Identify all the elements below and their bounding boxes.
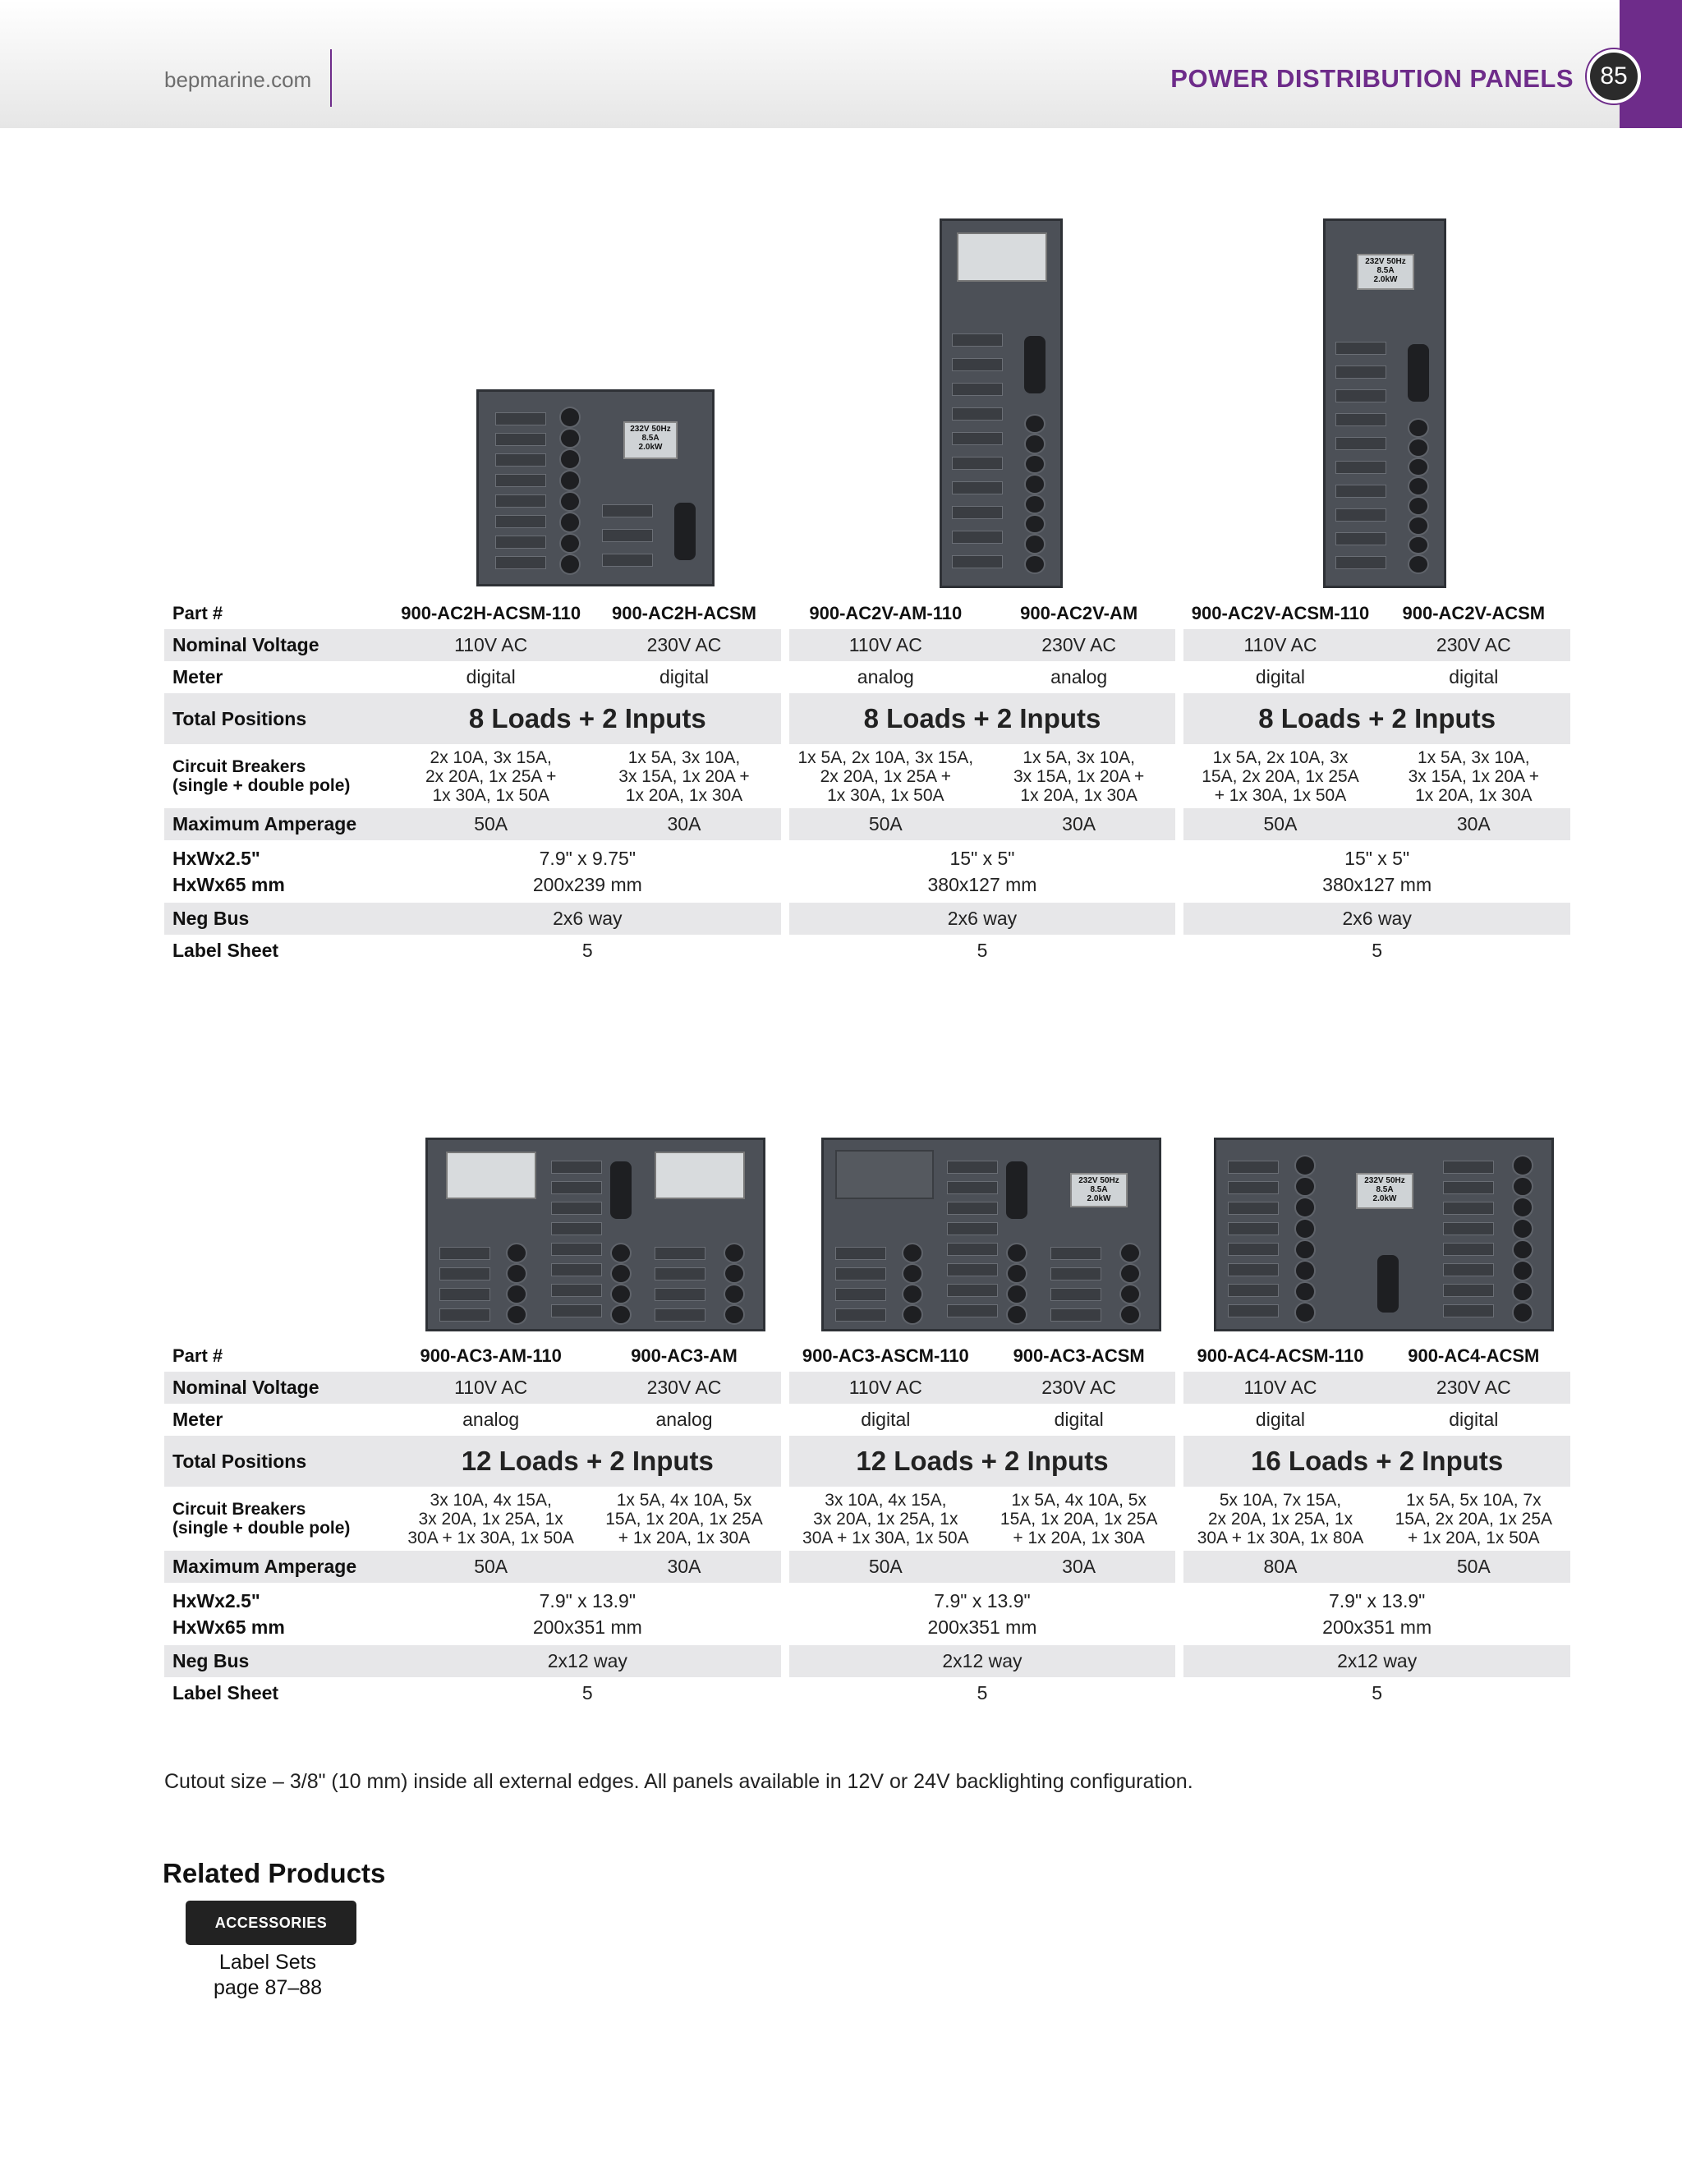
- spec-table-2: Part # 900-AC3-AM-110 900-AC3-AM 900-AC3…: [164, 1340, 1570, 1709]
- analog-meter: [446, 1152, 536, 1199]
- label-column: [655, 1243, 705, 1325]
- table-row: Maximum Amperage 50A 30A 50A 30A 50A 30A: [164, 808, 1570, 840]
- accessory-name: Label Sets: [218, 1951, 317, 1974]
- part-number: 900-AC2H-ACSM-110: [401, 602, 581, 623]
- part-number: 900-AC4-ACSM: [1408, 1345, 1540, 1366]
- label-column: [947, 1156, 998, 1321]
- accessory-reference[interactable]: Label Sets page 87–88: [186, 1950, 350, 2001]
- label-column: [495, 408, 553, 572]
- breaker-column: [724, 1243, 745, 1325]
- main-breaker: [1006, 1161, 1027, 1219]
- panel-image-ac3-am: [425, 1138, 765, 1331]
- section-title: POWER DISTRIBUTION PANELS: [1170, 64, 1574, 93]
- table-row: Label Sheet 5 5 5: [164, 935, 1570, 967]
- table-row: Label Sheet 5 5 5: [164, 1677, 1570, 1709]
- table-row: Circuit Breakers(single + double pole) 3…: [164, 1487, 1570, 1551]
- breaker-column: [1512, 1155, 1533, 1323]
- label-column: [551, 1156, 602, 1321]
- breaker-column: [1119, 1243, 1141, 1325]
- part-number: 900-AC2V-AM: [1020, 602, 1138, 623]
- total-positions: 8 Loads + 2 Inputs: [788, 693, 1176, 744]
- table-row: Nominal Voltage 110V AC 230V AC 110V AC …: [164, 1372, 1570, 1404]
- table-row: Nominal Voltage 110V AC 230V AC 110V AC …: [164, 629, 1570, 661]
- analog-meter: [957, 232, 1047, 282]
- breaker-column: [559, 407, 581, 575]
- label-column: [1228, 1156, 1279, 1321]
- breaker-column: [506, 1243, 527, 1325]
- analog-meter: [655, 1152, 745, 1199]
- label-column: [1335, 336, 1386, 574]
- label-column: [835, 1243, 886, 1325]
- total-positions: 12 Loads + 2 Inputs: [394, 1436, 781, 1487]
- main-breaker: [1024, 336, 1046, 393]
- spec-table-1: Part # 900-AC2H-ACSM-110 900-AC2H-ACSM 9…: [164, 597, 1570, 967]
- total-positions: 12 Loads + 2 Inputs: [788, 1436, 1176, 1487]
- main-breaker: [1408, 344, 1429, 402]
- cutout-note: Cutout size – 3/8" (10 mm) inside all ex…: [164, 1770, 1193, 1793]
- table-row: Meter digital digital analog analog digi…: [164, 661, 1570, 693]
- page-header: bepmarine.com POWER DISTRIBUTION PANELS: [0, 0, 1682, 128]
- table-row: Meter analog analog digital digital digi…: [164, 1404, 1570, 1436]
- table-row: Part # 900-AC3-AM-110 900-AC3-AM 900-AC3…: [164, 1340, 1570, 1372]
- table-row: Total Positions 12 Loads + 2 Inputs 12 L…: [164, 1436, 1570, 1487]
- part-number: 900-AC3-AM-110: [420, 1345, 562, 1366]
- table-row: Circuit Breakers(single + double pole) 2…: [164, 744, 1570, 808]
- part-number: 900-AC4-ACSM-110: [1197, 1345, 1364, 1366]
- label-column: [1050, 1243, 1101, 1325]
- breaker-column: [1024, 414, 1046, 574]
- table-row: HxWx2.5"HxWx65 mm 7.9" x 13.9"200x351 mm…: [164, 1583, 1570, 1645]
- table-row: Maximum Amperage 50A 30A 50A 30A 80A 50A: [164, 1551, 1570, 1583]
- accessory-page: page 87–88: [213, 1976, 323, 1999]
- table-row: Total Positions 8 Loads + 2 Inputs 8 Loa…: [164, 693, 1570, 744]
- breaker-column: [1408, 418, 1429, 574]
- part-number: 900-AC3-AM: [631, 1345, 738, 1366]
- breaker-column: [1006, 1243, 1027, 1325]
- main-breaker: [610, 1161, 632, 1219]
- part-number: 900-AC3-ACSM: [1013, 1345, 1145, 1366]
- part-number: 900-AC2V-ACSM: [1402, 602, 1546, 623]
- related-products-heading: Related Products: [163, 1858, 386, 1888]
- part-number: 900-AC2V-ACSM-110: [1191, 602, 1370, 623]
- accessories-button[interactable]: ACCESSORIES: [186, 1901, 356, 1945]
- main-breaker: [1377, 1255, 1399, 1313]
- panel-image-ac2v-am: [940, 218, 1063, 588]
- breaker-column: [610, 1243, 632, 1325]
- breaker-column: [1294, 1155, 1316, 1323]
- total-positions: 16 Loads + 2 Inputs: [1183, 1436, 1570, 1487]
- part-number: 900-AC2V-AM-110: [809, 602, 963, 623]
- table-row: HxWx2.5"HxWx65 mm 7.9" x 9.75"200x239 mm…: [164, 840, 1570, 903]
- label-column: [439, 1243, 490, 1325]
- total-positions: 8 Loads + 2 Inputs: [1183, 693, 1570, 744]
- label-column: [952, 328, 1003, 574]
- page-number: 85: [1587, 49, 1641, 103]
- table-row: Neg Bus 2x6 way 2x6 way 2x6 way: [164, 903, 1570, 935]
- part-number: 900-AC2H-ACSM: [611, 602, 757, 623]
- total-positions: 8 Loads + 2 Inputs: [394, 693, 781, 744]
- site-url[interactable]: bepmarine.com: [164, 67, 312, 92]
- label-column: [1443, 1156, 1494, 1321]
- blank-plate: [835, 1150, 934, 1199]
- part-number: 900-AC3-ASCM-110: [802, 1345, 969, 1366]
- table-row: Part # 900-AC2H-ACSM-110 900-AC2H-ACSM 9…: [164, 597, 1570, 629]
- breaker-column: [902, 1243, 923, 1325]
- main-breaker: [674, 503, 696, 560]
- label-column: [602, 499, 659, 572]
- table-row: Neg Bus 2x12 way 2x12 way 2x12 way: [164, 1645, 1570, 1677]
- header-divider: [330, 49, 332, 107]
